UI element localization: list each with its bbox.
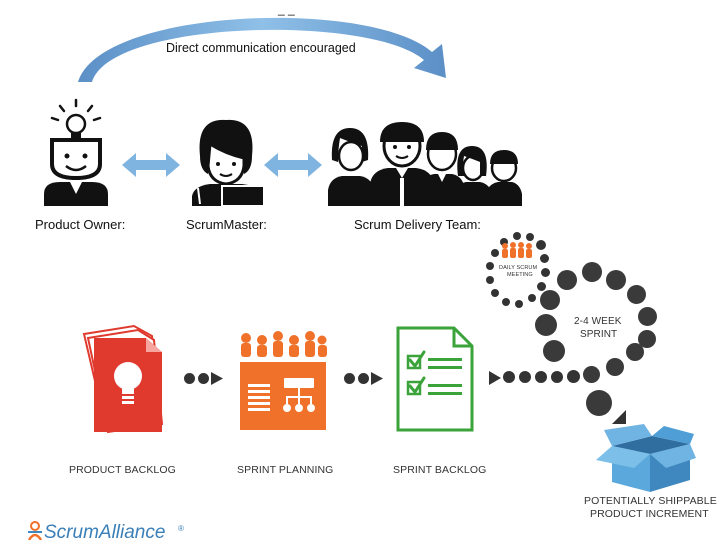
flow-dot bbox=[551, 371, 563, 383]
sprint-loop-dot bbox=[606, 358, 624, 376]
scrummaster-icon bbox=[192, 119, 265, 206]
sprint-loop-dot bbox=[582, 262, 602, 282]
sprint-loop-dot bbox=[540, 290, 560, 310]
sprint-loop-dot bbox=[606, 270, 626, 290]
partial-heading: _ _ bbox=[278, 2, 295, 16]
flow-arrow-head bbox=[612, 410, 626, 424]
sprint-planning-label: SPRINT PLANNING bbox=[237, 464, 334, 476]
sprint-backlog-icon bbox=[396, 326, 474, 432]
sprint-loop-dot bbox=[627, 285, 646, 304]
product-owner-icon bbox=[44, 98, 108, 206]
product-backlog-icon bbox=[82, 324, 164, 434]
sprint-planning-icon bbox=[240, 331, 327, 430]
product-increment-box-icon bbox=[596, 424, 696, 492]
scrum-alliance-logo-icon bbox=[27, 521, 43, 540]
sprint-loop-dot bbox=[638, 307, 657, 326]
arc-arrow-label: Direct communication encouraged bbox=[166, 41, 356, 55]
sprint-backlog-label: SPRINT BACKLOG bbox=[393, 464, 487, 476]
sprint-loop-dot bbox=[626, 343, 644, 361]
flow-arrow-head bbox=[211, 372, 223, 385]
sprint-loop-dot bbox=[543, 340, 565, 362]
daily-loop-dot bbox=[491, 249, 499, 257]
sprint-loop-dot bbox=[535, 314, 557, 336]
increment-label-line1: POTENTIALLY SHIPPABLE bbox=[584, 495, 717, 507]
daily-loop-dot bbox=[536, 240, 546, 250]
delivery-team-icon bbox=[328, 122, 522, 206]
flow-dot bbox=[358, 373, 369, 384]
daily-loop-dot bbox=[540, 254, 549, 263]
daily-scrum-meeting-label: MEETING bbox=[507, 272, 533, 278]
daily-loop-dot bbox=[526, 233, 534, 241]
sprint-label: SPRINT bbox=[580, 329, 618, 340]
flow-arrow-head bbox=[371, 372, 383, 385]
flow-dot bbox=[535, 371, 547, 383]
double-arrow-icon bbox=[122, 153, 180, 177]
flow-dot bbox=[184, 373, 195, 384]
daily-scrum-people-icon bbox=[502, 242, 532, 258]
daily-loop-dot bbox=[528, 294, 536, 302]
logo-registered-mark: ® bbox=[178, 524, 184, 533]
product-owner-label: Product Owner: bbox=[35, 217, 126, 232]
flow-dot bbox=[567, 370, 580, 383]
communication-arc-arrow bbox=[78, 17, 446, 82]
daily-loop-dot bbox=[537, 282, 546, 291]
daily-loop-dot bbox=[500, 238, 508, 246]
daily-loop-dot bbox=[513, 232, 521, 240]
flow-dot bbox=[344, 373, 355, 384]
scrummaster-label: ScrumMaster: bbox=[186, 217, 267, 232]
sprint-duration-label: 2-4 WEEK bbox=[574, 316, 622, 327]
flow-dot bbox=[198, 373, 209, 384]
daily-loop-dot bbox=[491, 289, 499, 297]
daily-loop-dot bbox=[486, 276, 494, 284]
scrum-alliance-logo-text: ScrumAlliance bbox=[44, 522, 166, 543]
flow-dot bbox=[503, 371, 515, 383]
delivery-team-label: Scrum Delivery Team: bbox=[354, 217, 481, 232]
flow-arrow-head bbox=[489, 371, 501, 385]
sprint-loop-dot bbox=[583, 366, 600, 383]
double-arrow-icon bbox=[264, 153, 322, 177]
sprint-loop-dot bbox=[557, 270, 577, 290]
daily-scrum-label: DAILY SCRUM bbox=[499, 265, 538, 271]
increment-label-line2: PRODUCT INCREMENT bbox=[590, 508, 709, 520]
daily-loop-dot bbox=[486, 262, 494, 270]
daily-loop-dot bbox=[502, 298, 510, 306]
product-backlog-label: PRODUCT BACKLOG bbox=[69, 464, 176, 476]
sprint-loop-dot bbox=[586, 390, 612, 416]
daily-loop-dot bbox=[515, 300, 523, 308]
flow-dot bbox=[519, 371, 531, 383]
daily-loop-dot bbox=[541, 268, 550, 277]
sprint-loop-dot bbox=[638, 330, 656, 348]
